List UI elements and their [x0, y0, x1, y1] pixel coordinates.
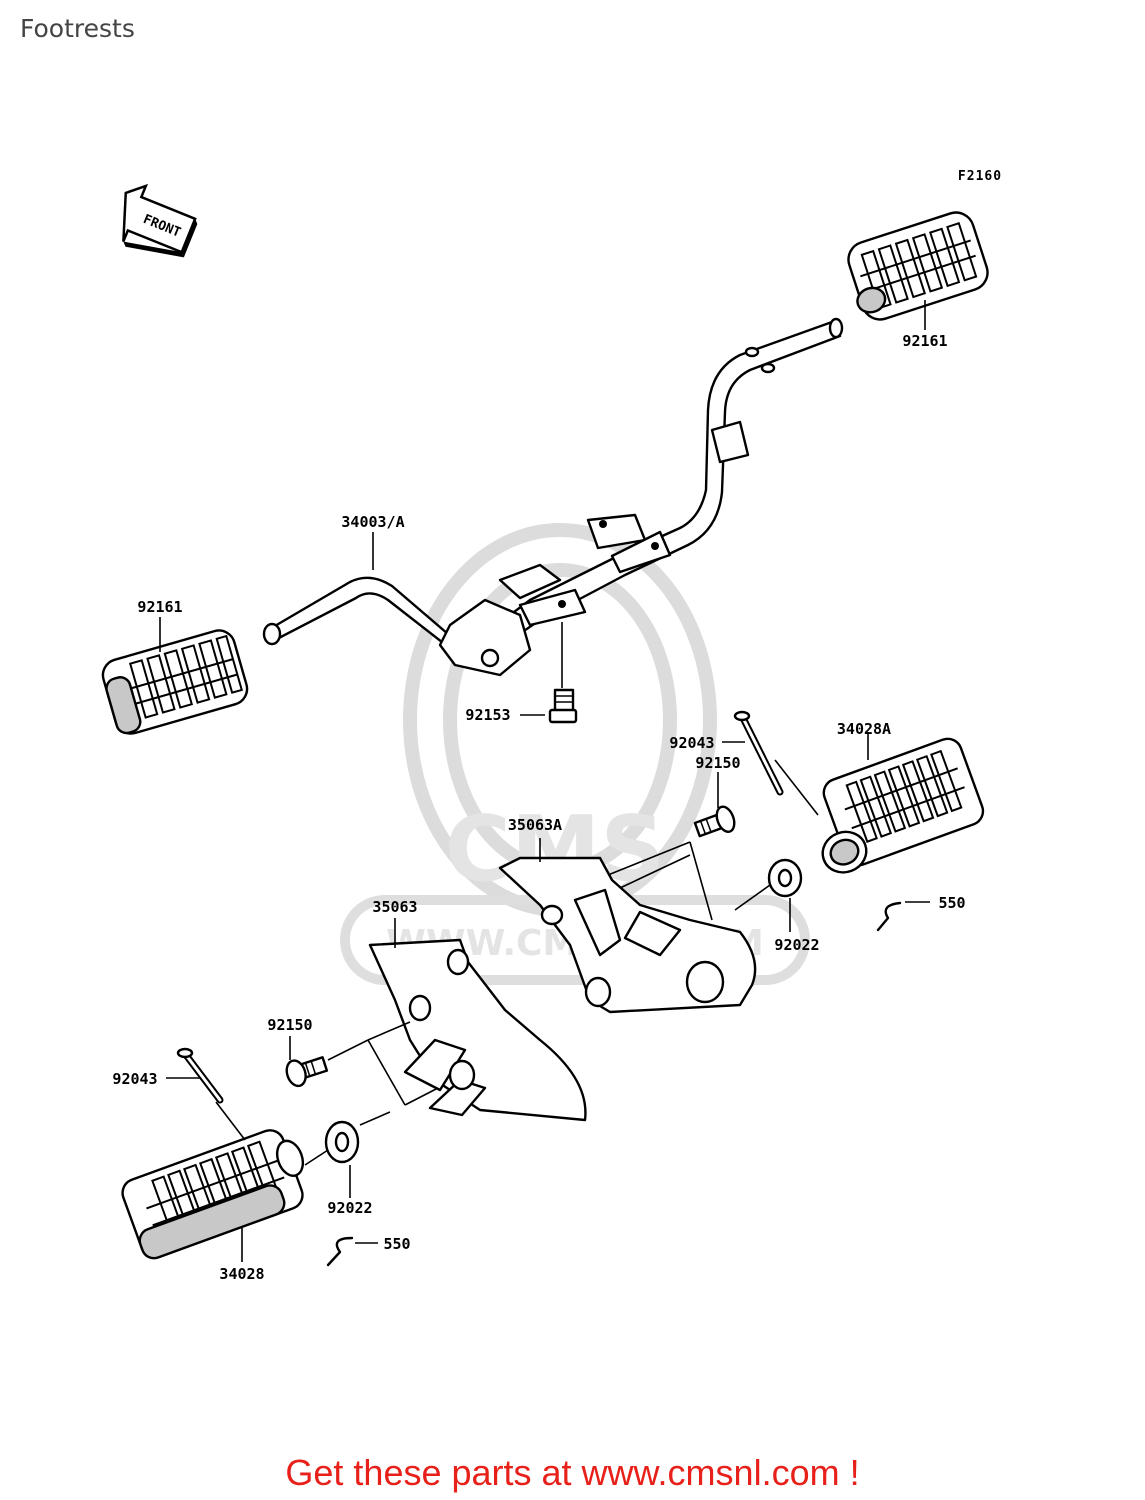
bolt-right [693, 805, 736, 838]
callout-bar: 34003/A [341, 513, 404, 531]
figure-code: F2160 [958, 169, 1002, 184]
callout-washer-left: 92022 [327, 1199, 372, 1217]
callout-bolt-left: 92150 [267, 1016, 312, 1034]
callout-labels: 92161 34003/A 92161 92153 92043 34028A 9… [112, 332, 965, 1283]
footrest-bar [262, 317, 844, 677]
callout-bar-bolt: 92153 [465, 706, 510, 724]
page-title: Footrests [20, 14, 135, 43]
callout-rear-left-rubber: 92161 [137, 598, 182, 616]
callout-bolt-right: 92150 [695, 754, 740, 772]
callout-washer-right: 92022 [774, 936, 819, 954]
washer-right [767, 858, 803, 898]
bracket-left [368, 938, 587, 1122]
leader-lines [159, 300, 930, 1262]
callout-cotter-right: 550 [938, 894, 965, 912]
front-arrow-icon: FRONT [122, 183, 198, 258]
callout-footrest-left: 34028 [219, 1265, 264, 1283]
parts-diagram: CMS WWW.CMSNL.COM F2160 FRONT [101, 169, 1002, 1283]
callout-footrest-right: 34028A [837, 720, 891, 738]
cotter-pin-right [876, 901, 902, 932]
callout-bracket-right: 35063A [508, 816, 562, 834]
footrest-left [121, 1129, 305, 1260]
cotter-pin-left [326, 1236, 354, 1267]
promo-link-text[interactable]: Get these parts at www.cmsnl.com ! [285, 1452, 860, 1493]
footrest-right [821, 737, 985, 874]
callout-rear-right-rubber: 92161 [902, 332, 947, 350]
callout-cotter-left: 550 [383, 1235, 410, 1253]
pin-left [176, 1047, 224, 1104]
rear-rubber-left [101, 629, 249, 735]
bolt-92153 [548, 688, 578, 724]
rear-rubber-right [847, 211, 989, 321]
bolt-left [285, 1056, 329, 1088]
callout-pin-left: 92043 [112, 1070, 157, 1088]
pin-right [733, 710, 784, 796]
washer-left [324, 1120, 360, 1164]
callout-bracket-left: 35063 [372, 898, 417, 916]
callout-pin-right: 92043 [669, 734, 714, 752]
bracket-right [498, 856, 757, 1014]
